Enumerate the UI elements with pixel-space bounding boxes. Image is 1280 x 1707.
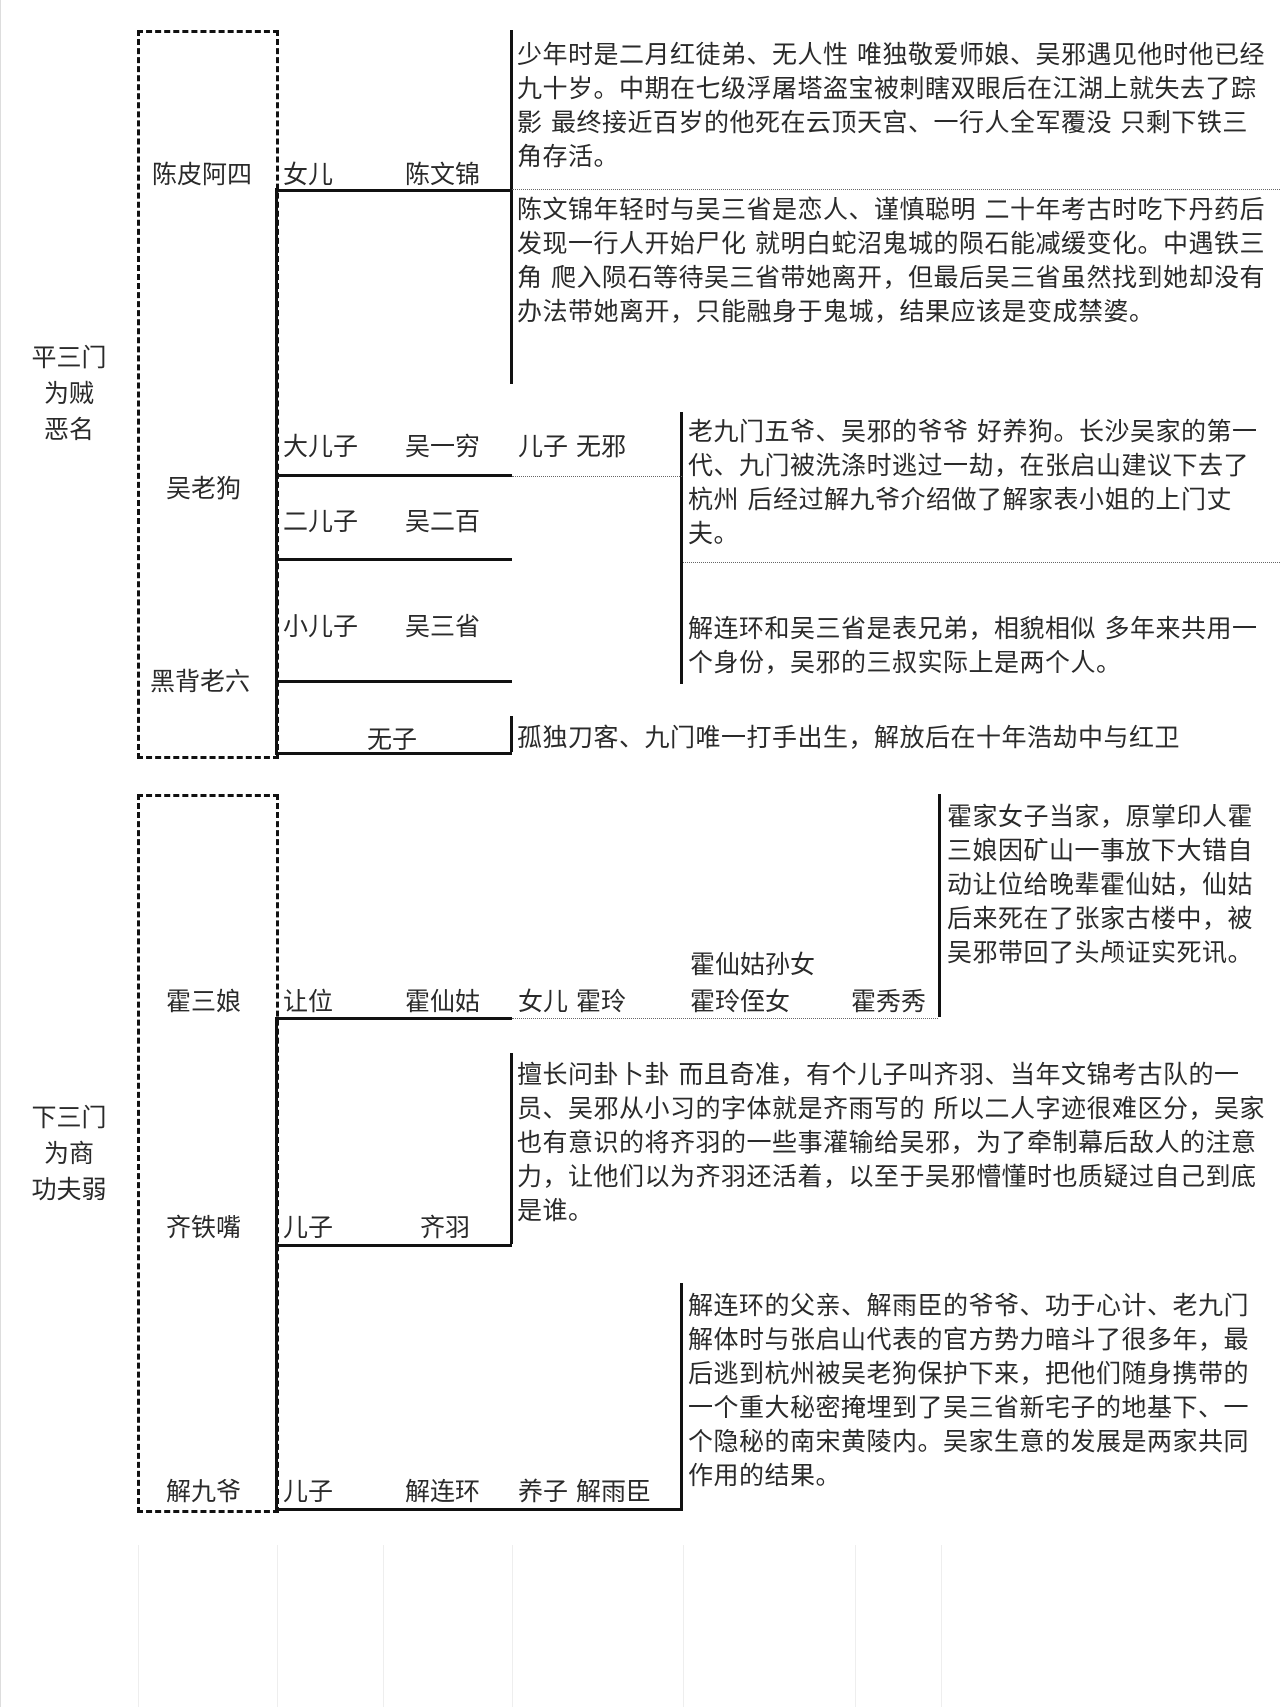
head-huo-san-niang: 霍三娘: [166, 987, 242, 1016]
relation-daughter: 女儿: [283, 160, 334, 189]
spine-line-ping-san-men: [275, 188, 278, 753]
sheet-grid-line: [277, 1545, 278, 1707]
sheet-grid-line: [383, 1545, 384, 1707]
relation-youngest-son: 小儿子: [283, 612, 359, 641]
sheet-grid-line: [683, 1545, 684, 1707]
col-line-huo-desc: [938, 794, 941, 1017]
head-wu-lao-gou: 吴老狗: [166, 474, 242, 503]
person-wu-yi-qiong: 吴一穷: [405, 432, 481, 461]
spine-line-xia-san-men: [275, 1017, 278, 1508]
row-line-huo-xian-gu: [275, 1017, 512, 1020]
col-line-hei-desc: [510, 716, 513, 752]
desc-qi-tie-zui: 擅长问卦卜卦 而且奇准，有个儿子叫齐羽、当年文锦考古队的一员、吴邪从小习的字体就…: [517, 1060, 1265, 1225]
third-gen-huo-ling: 女儿 霍玲: [518, 987, 626, 1016]
desc-wu-san-xing: 解连环和吴三省是表兄弟，相貌相似 多年来共用一个身份，吴邪的三叔实际上是两个人。: [688, 614, 1258, 677]
relation-abdicate: 让位: [283, 987, 334, 1016]
row-line-wu-er-bai: [275, 558, 512, 561]
person-xie-lian-huan: 解连环: [405, 1477, 481, 1506]
desc-chen-wen-jin: 陈文锦年轻时与吴三省是恋人、谨慎聪明 二十年考古时吃下丹药后发现一行人开始尸化 …: [517, 195, 1265, 326]
group-label-ping-san-men: 平三门 为贼 恶名: [31, 343, 107, 444]
row-line-xie-lian-huan: [275, 1508, 683, 1511]
person-huo-xian-gu: 霍仙姑: [405, 987, 481, 1016]
huo-xiu-xiu-relation-2: 霍玲侄女: [690, 987, 791, 1016]
relation-second-son: 二儿子: [283, 507, 359, 536]
desc-chen-pi-a-si: 少年时是二月红徒弟、无人性 唯独敬爱师娘、吴邪遇见他时他已经九十岁。中期在七级浮…: [517, 40, 1265, 171]
dotted-separator: [512, 1018, 938, 1019]
heads-box-ping-san-men: [137, 30, 279, 759]
row-line-qi-yu: [275, 1244, 512, 1247]
sheet-grid-line: [512, 1545, 513, 1707]
row-line-chen-wen-jin: [275, 189, 512, 192]
head-hei-bei-lao-liu: 黑背老六: [150, 667, 251, 696]
col-line-wu-desc: [680, 412, 683, 684]
sheet-grid-line: [941, 1545, 942, 1707]
relation-no-son: 无子: [367, 725, 418, 754]
huo-xiu-xiu-relation-1: 霍仙姑孙女: [690, 950, 816, 979]
person-chen-wen-jin: 陈文锦: [405, 160, 481, 189]
row-line-wu-san-xing: [275, 680, 512, 683]
row-line-no-son: [275, 752, 512, 755]
relation-son-qi: 儿子: [283, 1213, 334, 1242]
head-qi-tie-zui: 齐铁嘴: [166, 1213, 242, 1242]
person-huo-xiu-xiu: 霍秀秀: [851, 987, 927, 1016]
desc-xie-jiu-ye: 解连环的父亲、解雨臣的爷爷、功于心计、老九门解体时与张启山代表的官方势力暗斗了很…: [688, 1291, 1250, 1490]
desc-hei-bei-lao-liu: 孤独刀客、九门唯一打手出生，解放后在十年浩劫中与红卫: [517, 723, 1181, 752]
col-line-qi-desc: [510, 1053, 513, 1244]
head-chen-pi-a-si: 陈皮阿四: [152, 160, 253, 189]
head-xie-jiu-ye: 解九爷: [166, 1477, 242, 1506]
group-label-xia-san-men: 下三门 为商 功夫弱: [31, 1103, 107, 1204]
sheet-grid-line: [855, 1545, 856, 1707]
sheet-left-border: [0, 0, 1, 1707]
dotted-separator: [512, 476, 682, 477]
third-gen-xie-yu-chen: 养子 解雨臣: [518, 1477, 651, 1506]
sheet-grid-line: [138, 1545, 139, 1707]
col-line-xie-desc: [680, 1283, 683, 1508]
person-wu-er-bai: 吴二百: [405, 507, 481, 536]
desc-wu-lao-gou: 老九门五爷、吴邪的爷爷 好养狗。长沙吴家的第一代、九门被洗涤时逃过一劫，在张启山…: [688, 417, 1258, 548]
third-gen-wu-xie: 儿子 无邪: [518, 432, 626, 461]
desc-huo-san-niang: 霍家女子当家，原掌印人霍三娘因矿山一事放下大错自动让位给晚辈霍仙姑，仙姑后来死在…: [947, 802, 1254, 967]
person-qi-yu: 齐羽: [420, 1213, 471, 1242]
row-line-wu-yi-qiong: [275, 474, 512, 477]
dotted-separator: [683, 562, 1280, 563]
person-wu-san-xing: 吴三省: [405, 612, 481, 641]
heads-box-xia-san-men: [137, 794, 279, 1513]
col-line-chen-desc: [510, 30, 513, 384]
relation-son-xie: 儿子: [283, 1477, 334, 1506]
relation-eldest-son: 大儿子: [283, 432, 359, 461]
dotted-separator: [512, 189, 1280, 190]
